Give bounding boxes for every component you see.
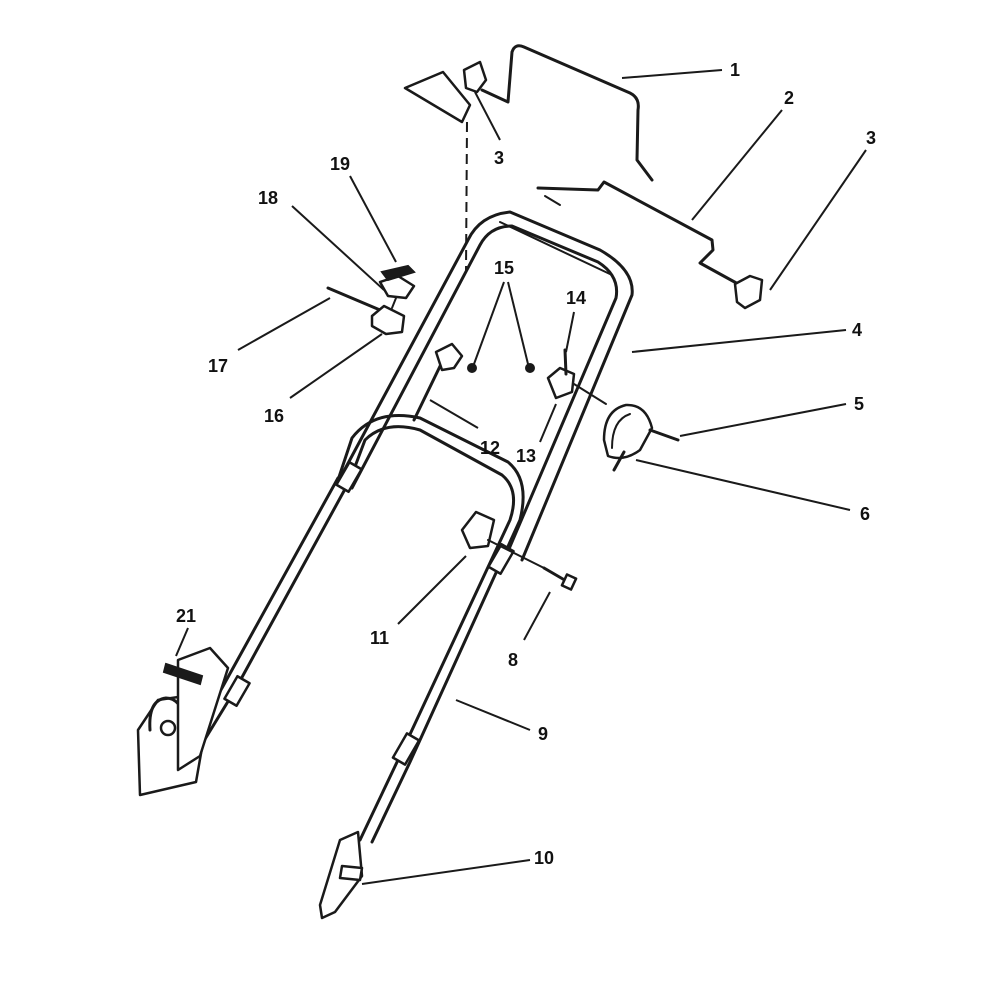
leader-1 [621, 69, 723, 79]
part-5-bolt [648, 428, 680, 442]
leader-18 [291, 205, 385, 291]
callout-12: 12 [480, 438, 500, 458]
leader-3b [769, 149, 867, 291]
part-13-clip-axis [573, 383, 607, 405]
left-leg-clamp [223, 674, 251, 708]
callout-10: 10 [534, 848, 554, 868]
part-18-cable-guide-base [378, 274, 416, 300]
part-16-cable-guide [370, 304, 406, 336]
part-6-knob-groove [611, 413, 631, 449]
callout-15: 15 [494, 258, 514, 278]
leader-17 [237, 297, 331, 351]
callout-14: 14 [566, 288, 586, 308]
part-17-screw [326, 286, 382, 312]
leader-15-right [507, 281, 529, 365]
decal-reference-line [465, 121, 468, 273]
part-3-bracket-left [462, 60, 488, 94]
part-6-knob [602, 403, 654, 460]
part-9-lower-handle-outer [348, 425, 516, 842]
part-1-bail-bar [480, 44, 654, 182]
leader-10 [361, 859, 531, 885]
leader-15-left [473, 281, 505, 365]
part-11-knob-axis [487, 539, 549, 571]
callout-1: 1 [730, 60, 740, 80]
leader-2 [691, 109, 783, 221]
part-2-drive-bar-hook [544, 195, 561, 206]
part-21-pivot [159, 719, 177, 737]
part-4-upper-handle-outer [336, 210, 634, 562]
leader-3a [474, 91, 501, 141]
callout-2: 2 [784, 88, 794, 108]
part-13-cable-clip [546, 366, 576, 400]
leader-19 [349, 175, 397, 263]
left-handle-clamp [335, 460, 363, 494]
part-12-bolt-shaft [412, 356, 446, 422]
part-15-nut-left [467, 363, 477, 373]
leader-6 [635, 459, 851, 511]
leader-13 [539, 403, 557, 443]
part-2-drive-bar [536, 180, 742, 287]
leader-4 [631, 329, 847, 353]
callout-9: 9 [538, 724, 548, 744]
leader-12 [429, 399, 479, 429]
part-6-spacer [612, 450, 626, 472]
callout-5: 5 [854, 394, 864, 414]
callout-18: 18 [258, 188, 278, 208]
callout-13: 13 [516, 446, 536, 466]
part-14-bolt [563, 348, 568, 376]
part-15-nut-right [525, 363, 535, 373]
decal-plate [403, 70, 472, 124]
part-21-spring [162, 662, 204, 686]
part-4-handle-crossbar [499, 221, 613, 276]
callout-3-right: 3 [866, 128, 876, 148]
callout-21: 21 [176, 606, 196, 626]
part-21-adjuster-bracket [176, 646, 230, 772]
callout-17: 17 [208, 356, 228, 376]
callout-3-left: 3 [494, 148, 504, 168]
callout-16: 16 [264, 406, 284, 426]
leader-21 [175, 627, 189, 657]
callout-6: 6 [860, 504, 870, 524]
part-12-bolt-head [434, 342, 464, 372]
leader-9 [455, 699, 531, 731]
part-10-handle-end-clip [338, 864, 364, 882]
callout-4: 4 [852, 320, 862, 340]
part-3-bracket-right [733, 274, 764, 310]
part-11-wing-knob [460, 510, 496, 550]
part-8-bolt-head [560, 573, 578, 591]
guide-stem [391, 297, 397, 309]
callout-19: 19 [330, 154, 350, 174]
part-19-cable-tie [380, 264, 416, 282]
leader-16 [289, 333, 383, 399]
leader-8 [523, 591, 551, 641]
callout-8: 8 [508, 650, 518, 670]
part-9-lower-handle-inner [336, 414, 525, 844]
part-4-upper-handle-inner [350, 224, 619, 558]
right-handle-clamp [487, 542, 515, 576]
leader-5 [679, 403, 847, 437]
lower-handle-clamp [391, 732, 421, 766]
leader-11 [397, 555, 467, 625]
callout-11: 11 [370, 628, 389, 648]
leader-14 [565, 311, 575, 353]
